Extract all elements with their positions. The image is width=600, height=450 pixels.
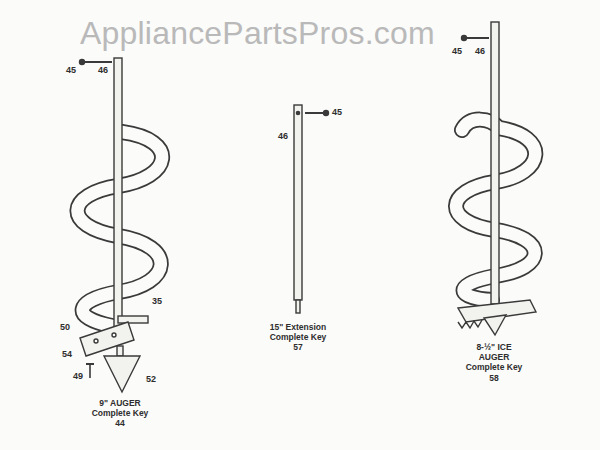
- callout-number: 49: [73, 372, 83, 382]
- auger-point: [104, 356, 140, 392]
- cutter-blade: [80, 322, 134, 356]
- saw-teeth: [458, 320, 482, 328]
- part-caption: 9" AUGER Complete Key 44: [89, 398, 151, 429]
- callout-number: 46: [475, 47, 485, 57]
- auger-point: [484, 315, 506, 335]
- pin-hole: [296, 111, 299, 114]
- shear-pin: [84, 61, 112, 63]
- screw-head: [86, 363, 94, 365]
- extension-tip: [296, 300, 300, 313]
- shear-pin: [466, 37, 489, 39]
- callout-number: 46: [278, 132, 288, 142]
- watermark: AppliancePartsPros.com: [80, 16, 435, 51]
- callout-number: 35: [152, 297, 162, 307]
- bolt-hole: [112, 333, 116, 337]
- callout-number: 45: [332, 108, 342, 118]
- blade-bracket: [118, 316, 148, 323]
- callout-number: 50: [60, 323, 70, 333]
- callout-number: 45: [452, 47, 462, 57]
- pin-head: [324, 111, 329, 116]
- callout-number: 45: [66, 66, 76, 76]
- callout-number: 54: [62, 350, 72, 360]
- auger-shaft: [491, 22, 499, 304]
- pin-head: [80, 60, 85, 65]
- bolt-hole: [94, 339, 98, 343]
- part-caption: 8-½" ICE AUGER Complete Key 58: [461, 342, 527, 383]
- extension-shaft: [294, 105, 302, 300]
- callout-number: 46: [98, 66, 108, 76]
- callout-number: 52: [146, 375, 156, 385]
- auger-shaft: [114, 58, 122, 328]
- screw: [89, 364, 91, 378]
- point-stem: [117, 346, 123, 356]
- shear-pin: [305, 112, 324, 114]
- part-caption: 15" Extension Complete Key 57: [267, 322, 329, 353]
- pin-head: [462, 36, 467, 41]
